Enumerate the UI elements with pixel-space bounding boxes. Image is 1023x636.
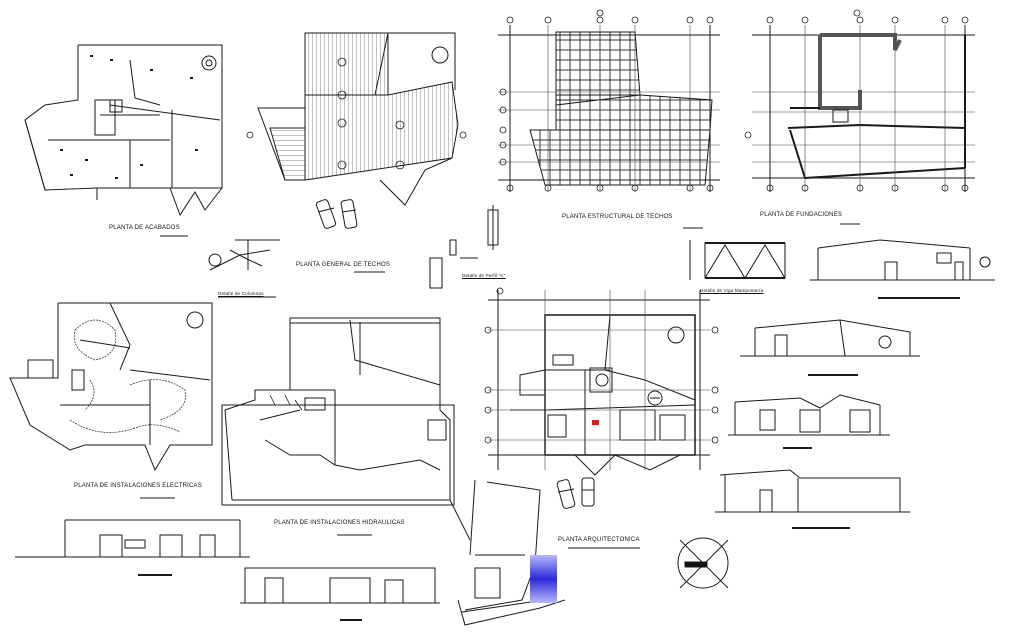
label-estructural-techos: PLANTA ESTRUCTURAL DE TECHOS (562, 214, 673, 220)
elevation-2 (740, 319, 920, 376)
label-det-viga: Detalle de Viga Mampostería (700, 288, 764, 293)
label-techos-general: PLANTA GENERAL DE TECHOS (296, 262, 391, 268)
plan-fundaciones (752, 16, 975, 225)
site-plan (449, 479, 566, 626)
plan-inst-electricas (9, 302, 213, 499)
section-2 (240, 567, 440, 621)
label-inst-hidraulicas: PLANTA DE INSTALACIONES HIDRAULICAS (274, 520, 405, 526)
label-inst-electricas: PLANTA DE INSTALACIONES ELECTRICAS (74, 483, 202, 489)
label-fundaciones: PLANTA DE FUNDACIONES (760, 212, 843, 218)
blue-paved-area (530, 555, 557, 603)
elevation-1 (810, 239, 995, 299)
detail-perfil (429, 205, 499, 289)
elevation-4 (15, 519, 250, 576)
detail-columnas (208, 239, 280, 298)
plan-techos-general (257, 32, 459, 273)
grid-markers (246, 9, 861, 295)
plan-inst-hidraulicas (221, 317, 455, 536)
red-fixture-mark (592, 420, 599, 425)
plan-acabados (24, 44, 223, 237)
elevation-3 (715, 469, 910, 529)
label-acabados: PLANTA DE ACABADOS (109, 225, 180, 231)
north-arrow-icon (677, 537, 729, 589)
plan-estructural-techos (498, 16, 720, 229)
label-det-columnas: Detalle de Columnas (218, 291, 264, 296)
plan-arquitectonica (484, 290, 719, 549)
label-det-perfil: Detalle de Perfil "C" (462, 273, 506, 278)
label-arquitectonica: PLANTA ARQUITECTONICA (558, 537, 640, 543)
section-1 (728, 394, 890, 449)
detail-viga (689, 240, 786, 280)
